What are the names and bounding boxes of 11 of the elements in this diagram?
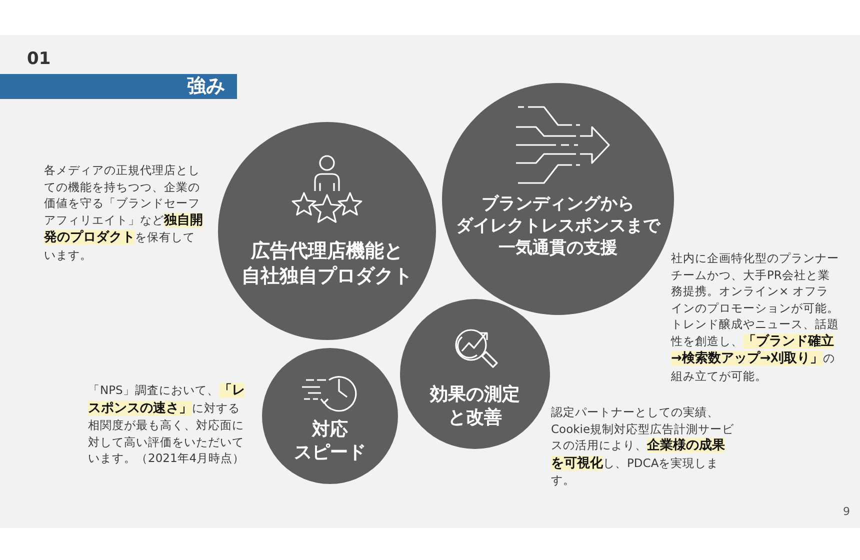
feature-heading: 効果の測定と改善 [428,383,521,430]
page-number: 9 [843,505,850,518]
description-text: 「NPS」調査において、「レスポンスの速さ」に対する相関度が最も高く、対応面に対して高い評価をいただいています。（2021年4月時点） [88,382,246,466]
description-text: 社内に企画特化型のプランナーチームかつ、大手PR会社と業務提携。オンライン× オフラインのプロモーションが可能。トレンド醸成やニュース、話題性を創造し、「ブランド確立→検索数アップ→刈取り」の組み立てが可能。 [671,250,839,384]
section-number: 01 [27,49,51,69]
title-banner: 強み [0,74,237,99]
feature-heading: ブランディングからダイレクトレスポンスまで一気通貫の支援 [455,193,662,260]
description-text: 認定パートナーとしての実績、Cookie規制対応型広告計測サービスの活用により、企業様の成果を可視化し、PDCAを実現します。 [551,404,736,488]
feature-heading: 広告代理店機能と自社独自プロダクト [240,239,414,288]
description-text: 各メディアの正規代理店としての機能を持ちつつ、企業の価値を守る「ブランドセーフアフィリエイト」など独自開発のプロダクトを保有しています。 [44,162,204,263]
feature-heading: 対応スピード [293,418,367,465]
